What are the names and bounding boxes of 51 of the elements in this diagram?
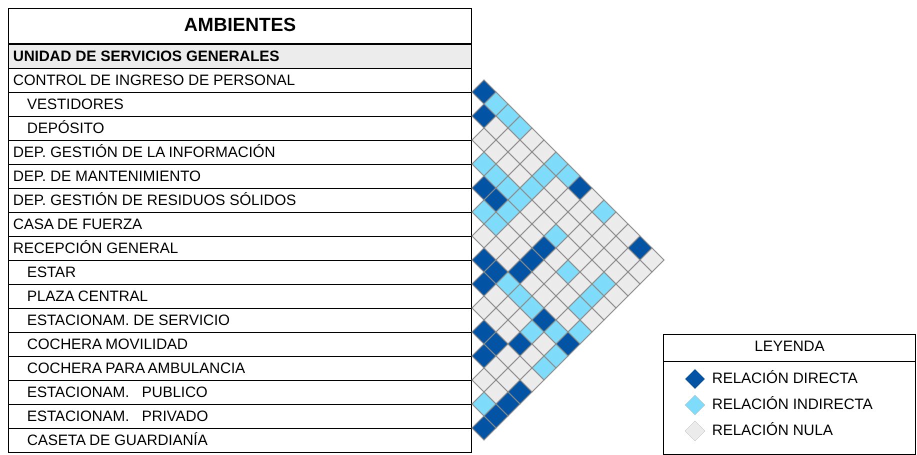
relation-diamond <box>472 392 496 416</box>
room-row: CASA DE FUERZA <box>8 212 472 237</box>
room-row: DEPÓSITO <box>8 116 472 141</box>
relation-diamond <box>472 152 496 176</box>
relation-diamond <box>472 320 496 344</box>
room-row: DEP. GESTIÓN DE LA INFORMACIÓN <box>8 140 472 165</box>
relation-diamond <box>556 332 580 356</box>
room-row: ESTACIONAM. PRIVADO <box>8 404 472 429</box>
room-row: DEP. GESTIÓN DE RESIDUOS SÓLIDOS <box>8 188 472 213</box>
relation-diamond <box>472 296 496 320</box>
relation-diamond <box>472 248 496 272</box>
relation-diamond <box>472 368 496 392</box>
relation-diamond <box>520 368 544 392</box>
room-row: ESTAR <box>8 260 472 285</box>
room-row: ESTACIONAM. DE SERVICIO <box>8 308 472 333</box>
relation-diamond <box>472 416 496 440</box>
legend-title: LEYENDA <box>754 337 825 358</box>
relation-diamond <box>472 80 496 104</box>
relation-diamond <box>472 128 496 152</box>
relation-diamond <box>472 200 496 224</box>
legend-label: RELACIÓN NULA <box>712 420 833 441</box>
relation-diamond <box>568 320 592 344</box>
room-row: PLAZA CENTRAL <box>8 284 472 309</box>
relation-diamond <box>616 272 640 296</box>
room-row: DEP. DE MANTENIMIENTO <box>8 164 472 189</box>
section-header-row: UNIDAD DE SERVICIOS GENERALES <box>8 44 472 69</box>
relation-diamond <box>472 104 496 128</box>
relation-diamond <box>484 404 508 428</box>
table-header: AMBIENTES <box>8 8 472 44</box>
relation-diamond <box>472 176 496 200</box>
relation-diamond <box>640 248 664 272</box>
room-row: VESTIDORES <box>8 92 472 117</box>
room-row: COCHERA MOVILIDAD <box>8 332 472 357</box>
relation-diamond <box>496 392 520 416</box>
legend-label: RELACIÓN DIRECTA <box>712 368 858 389</box>
room-row: CASETA DE GUARDIANÍA <box>8 428 472 453</box>
legend-label: RELACIÓN INDIRECTA <box>712 394 873 415</box>
room-row: ESTACIONAM. PUBLICO <box>8 380 472 405</box>
relation-diamond <box>472 344 496 368</box>
relation-diamond <box>604 284 628 308</box>
relation-diamond <box>472 224 496 248</box>
relation-diamond <box>592 296 616 320</box>
room-row: COCHERA PARA AMBULANCIA <box>8 356 472 381</box>
relation-diamond <box>532 356 556 380</box>
relation-diamond <box>472 272 496 296</box>
relation-diamond <box>580 308 604 332</box>
relation-diamond <box>544 344 568 368</box>
relation-diamond <box>508 380 532 404</box>
relation-diamond <box>628 260 652 284</box>
room-row: RECEPCIÓN GENERAL <box>8 236 472 261</box>
room-row: CONTROL DE INGRESO DE PERSONAL <box>8 68 472 93</box>
